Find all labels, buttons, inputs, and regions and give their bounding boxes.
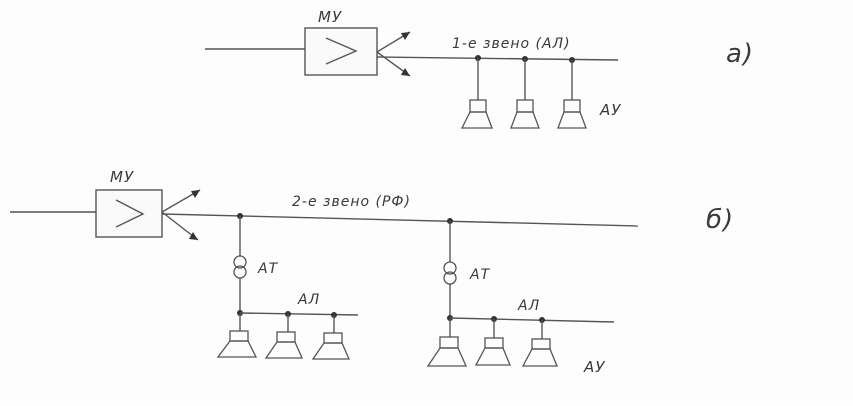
link-label-a: 1-е звено (АЛ) xyxy=(452,36,571,52)
speaker-icon xyxy=(557,99,587,129)
line-label-left: АЛ xyxy=(297,292,320,308)
arrowhead-up-a xyxy=(401,32,410,40)
speaker-icon xyxy=(426,336,468,367)
diagram-b: МУ 2-е звено (РФ) АТ АЛ xyxy=(10,168,734,376)
amplifier-symbol-b xyxy=(115,199,145,228)
amplifier-box-a xyxy=(304,27,378,76)
transformer-icon-left xyxy=(233,255,247,279)
amplifier-box-b xyxy=(95,189,163,238)
arrowhead-down-a xyxy=(401,68,410,76)
speaker-line-right xyxy=(449,317,615,323)
amplifier-label-a: МУ xyxy=(318,8,342,26)
speaker-icon xyxy=(311,332,350,360)
main-line-a xyxy=(376,56,619,61)
transformer-icon-right xyxy=(443,261,457,285)
transformer-label-left: АТ xyxy=(257,261,279,277)
arrowhead-down-b xyxy=(189,232,198,240)
speaker-icon xyxy=(264,331,303,359)
main-line-b xyxy=(161,213,639,227)
line-label-right: АЛ xyxy=(517,298,540,314)
speaker-line-left xyxy=(239,312,359,316)
diagram-a: МУ 1-е звено (АЛ) АУ а) xyxy=(205,8,754,129)
speaker-icon xyxy=(510,99,540,129)
transformer-label-right: АТ xyxy=(469,267,491,283)
speakers-label-b: АУ xyxy=(583,358,605,376)
link-label-b: 2-е звено (РФ) xyxy=(292,194,411,210)
arrowhead-up-b xyxy=(191,190,200,198)
speakers-label-a: АУ xyxy=(599,101,621,119)
amplifier-label-b: МУ xyxy=(110,168,134,186)
speaker-icon xyxy=(474,337,511,366)
speaker-icon xyxy=(521,338,558,367)
speaker-icon xyxy=(460,99,493,129)
amplifier-symbol-a xyxy=(325,37,358,65)
diagram-marker-a: а) xyxy=(726,39,754,69)
diagram-marker-b: б) xyxy=(706,205,734,235)
speaker-icon xyxy=(216,330,258,358)
